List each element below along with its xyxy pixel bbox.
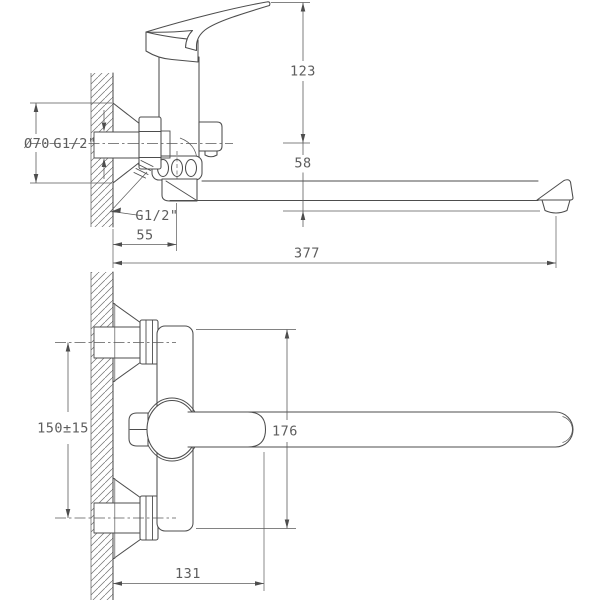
faucet-body [158,56,200,162]
handle-cap [145,31,199,63]
mount-centerlines [55,342,176,519]
spout [189,411,574,448]
dim-label-spout-drop: 58 [294,156,311,172]
mounting-nut-upper [139,319,159,365]
handle-lever [145,1,271,52]
mounting-nut [138,116,171,170]
dim-label-shower-thread: G1/2" [135,208,178,224]
dim-label-mount-spacing: 150±15 [37,421,89,437]
supply-pipe [93,131,140,159]
handle [145,1,271,63]
spout [161,178,574,214]
dim-label-wall-to-body: 55 [136,228,153,244]
dim-wall-thread: G1/2" [53,110,107,179]
side-view: Ø70 G1/2" G1/2" 55 377 [24,1,574,268]
dim-spout-reach: 377 [113,216,557,268]
dim-mount-spacing: 150±15 [37,342,89,518]
dim-wall-to-body: 55 [112,203,177,268]
aerator [541,199,571,214]
dim-wall-to-handle: 131 [113,452,265,591]
spout-end [536,179,574,201]
dim-spout-drop: 58 [283,143,540,227]
dim-label-spout-reach: 377 [294,246,320,262]
dim-handle-height: 123 [271,2,316,144]
escutcheon-lower [112,477,142,560]
dim-label-overall-length: 176 [272,424,298,440]
dim-flange-diameter: Ø70 [24,102,112,184]
escutcheon [112,102,141,184]
hose-thread [109,160,154,213]
label-shower-thread: G1/2" [110,207,178,224]
diverter-band [151,151,203,188]
wall-section [90,271,114,600]
handle-lever [187,411,267,448]
dim-label-handle-height: 123 [290,64,316,80]
plan-view: 150±15 176 131 [37,271,574,600]
handle-knob [128,412,149,447]
shower-outlet [198,121,223,158]
dim-label-wall-to-handle: 131 [175,566,201,582]
dim-label-wall-thread: G1/2" [53,136,96,152]
dim-overall-length: 176 [196,329,298,529]
dim-label-flange-diameter: Ø70 [24,136,50,152]
